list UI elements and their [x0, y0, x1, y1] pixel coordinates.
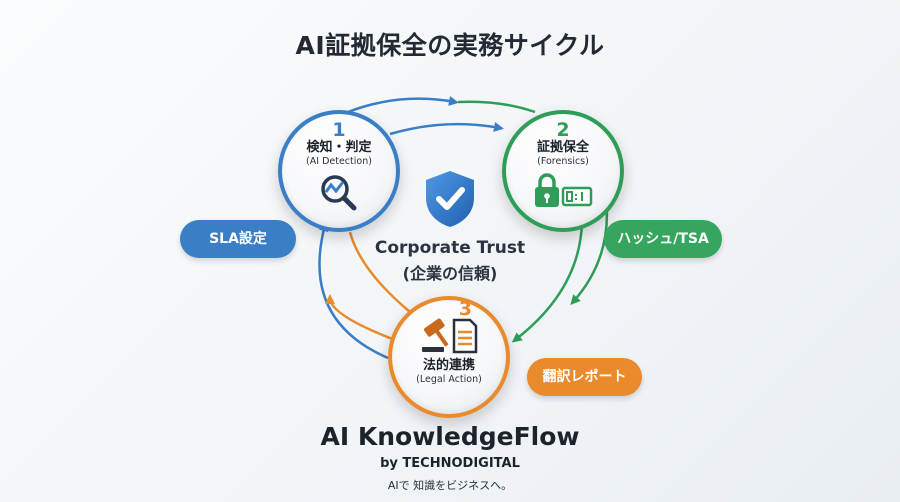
step-label: 検知・判定: [306, 140, 372, 155]
step-number: 1: [332, 119, 346, 141]
shield-check-icon: [426, 171, 474, 227]
page-title: AI証拠保全の実務サイクル: [295, 31, 605, 60]
hash-tsa-pill: ハッシュ/TSA: [604, 220, 722, 258]
sla-pill: SLA設定: [180, 220, 296, 258]
step-sublabel: (Legal Action): [416, 374, 482, 385]
step-sublabel: (AI Detection): [306, 156, 372, 167]
translation-report-pill: 翻訳レポート: [527, 358, 642, 396]
step-detection-node: 1 検知・判定 (AI Detection): [278, 110, 400, 232]
arrow-legal-to-detect-orange: [325, 294, 396, 342]
arrow-forensics-to-legal-inner: [511, 221, 584, 343]
step-label: 証拠保全: [536, 140, 589, 155]
brand-name: AI KnowledgeFlow: [320, 422, 580, 451]
step-forensics-node: 2 証拠保全 (Forensics): [502, 110, 624, 232]
arrow-legal-return-inner: [348, 231, 411, 313]
arrow-detect-to-forensics-outer: [347, 96, 459, 114]
arrow-detect-to-forensics-inner: [389, 122, 504, 136]
step-label: 法的連携: [422, 358, 475, 373]
magnifier-chart-icon: [321, 175, 357, 211]
gavel-document-icon: [422, 318, 478, 354]
brand-tagline: AIで 知識をビジネスへ。: [387, 479, 513, 492]
padlock-timestamp-icon: [535, 173, 593, 207]
step-legal-node: 3 法的連携 (Legal Action): [388, 296, 510, 418]
step-sublabel: (Forensics): [537, 156, 589, 167]
arrow-legal-to-detect-outer: [318, 221, 389, 360]
arrow-forensics-return-top: [457, 100, 536, 114]
brand-byline: by TECHNODIGITAL: [380, 456, 520, 471]
step-number: 2: [556, 119, 570, 141]
center-subtitle: (企業の信頼): [402, 264, 498, 283]
step-number: 3: [458, 298, 472, 320]
center-title: Corporate Trust: [374, 238, 526, 258]
